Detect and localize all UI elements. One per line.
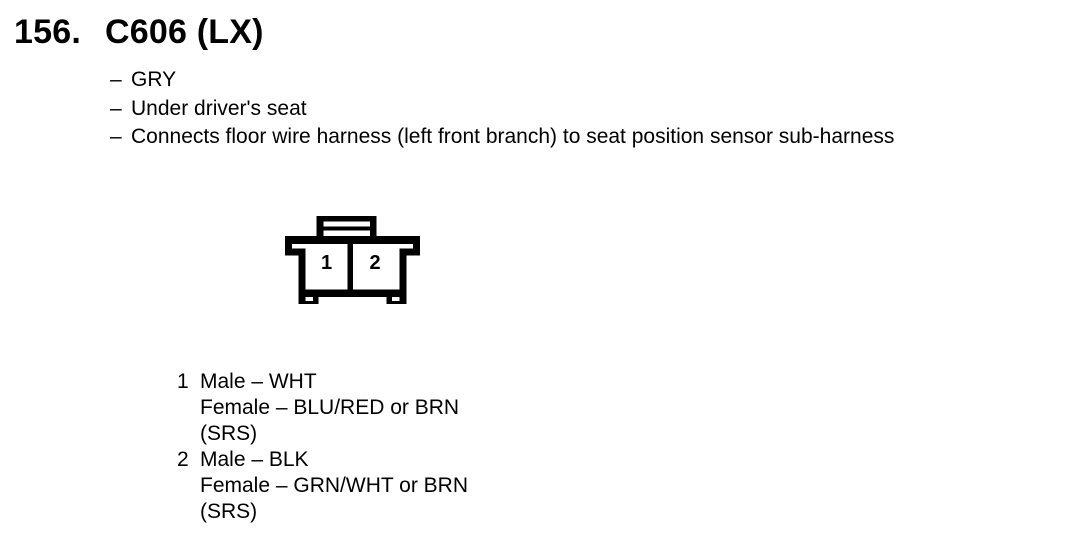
- pin-number: 1: [177, 370, 189, 393]
- connector-id: C606 (LX): [105, 13, 264, 51]
- bullet-dash: –: [110, 96, 122, 120]
- bullet-dash: –: [110, 68, 122, 91]
- bullet-dash: –: [110, 125, 122, 148]
- pin-wire-line-female: Female – GRN/WHT or BRN: [200, 474, 468, 497]
- pin-list: 1 Male – WHT Female – BLU/RED or BRN (SR…: [177, 369, 468, 525]
- pin-wire-line-male: Male – BLK: [200, 448, 309, 471]
- pin-entry-1: 1 Male – WHT Female – BLU/RED or BRN (SR…: [177, 369, 468, 447]
- cavity-1-label: 1: [321, 252, 332, 274]
- pin-entry-2: 2 Male – BLK Female – GRN/WHT or BRN (SR…: [177, 447, 468, 525]
- detail-line-location: – Under driver's seat: [110, 95, 894, 124]
- detail-text: GRY: [131, 68, 177, 91]
- cavity-2-label: 2: [369, 252, 380, 274]
- connector-details: – GRY – Under driver's seat – Connects f…: [110, 66, 894, 152]
- pin-wire-line-male: Male – WHT: [200, 370, 317, 393]
- connector-diagram: 1 2: [285, 216, 420, 304]
- pin-wire-line-female: Female – BLU/RED or BRN: [200, 396, 460, 419]
- detail-line-color: – GRY: [110, 66, 894, 95]
- pin-wire-lines: Male – BLK Female – GRN/WHT or BRN (SRS): [200, 447, 468, 525]
- pin-number: 2: [177, 448, 189, 471]
- pin-wire-line-note: (SRS): [200, 422, 258, 445]
- detail-line-function: – Connects floor wire harness (left fron…: [110, 123, 894, 152]
- pin-wire-line-note: (SRS): [200, 500, 258, 523]
- cavity-divider: [347, 244, 353, 297]
- connector-latch-icon: [316, 216, 377, 238]
- connector-body-icon: [285, 236, 420, 304]
- detail-text: Connects floor wire harness (left front …: [131, 125, 895, 148]
- pin-wire-lines: Male – WHT Female – BLU/RED or BRN (SRS): [200, 369, 459, 447]
- detail-text: Under driver's seat: [131, 96, 307, 120]
- page-title: 156. C606 (LX): [14, 15, 264, 49]
- item-number: 156.: [14, 13, 81, 51]
